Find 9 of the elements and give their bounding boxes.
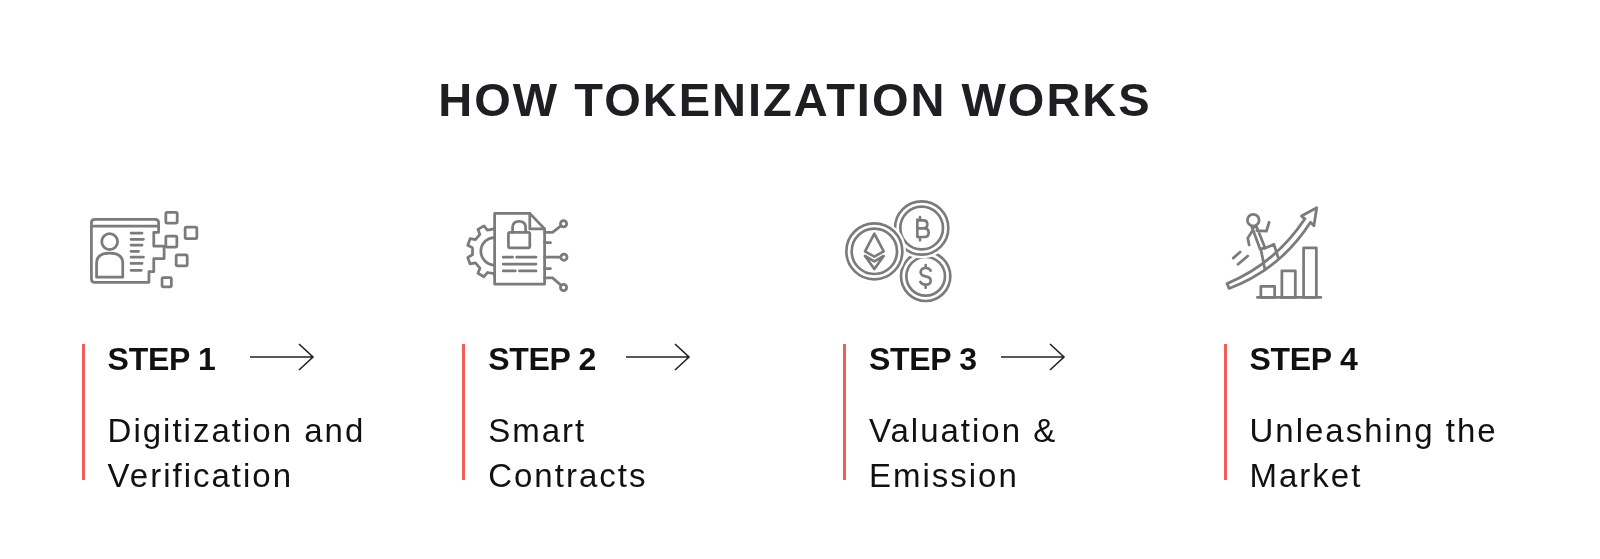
step-heading: STEP 4 bbox=[1249, 341, 1358, 378]
step-description: Valuation & Emission bbox=[868, 411, 1059, 496]
step-heading: STEP 1 bbox=[107, 341, 216, 378]
title: HOW TOKENIZATION WORKS bbox=[438, 73, 1152, 127]
step-description: Smart Contracts bbox=[488, 411, 649, 496]
step-description: Unleashing the Market bbox=[1249, 411, 1499, 496]
step-heading: STEP 3 bbox=[868, 341, 977, 378]
step-description: Digitization and Verification bbox=[107, 411, 367, 496]
step-heading: STEP 2 bbox=[488, 341, 597, 378]
